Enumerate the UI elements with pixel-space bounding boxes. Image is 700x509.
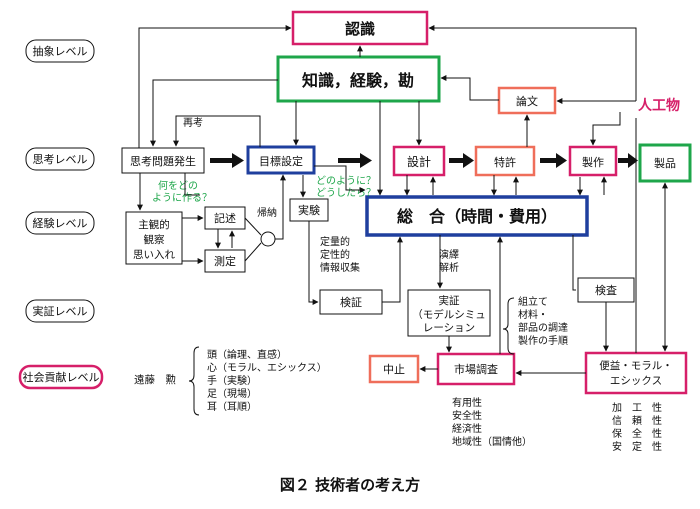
node-shikou-mondai: 思考問題発生 xyxy=(130,154,196,168)
label-teiryou-2: 定性的 xyxy=(320,248,350,261)
bracket-kumitate xyxy=(502,297,515,355)
bold-arrows xyxy=(210,153,638,168)
node-kensa-box xyxy=(577,277,635,303)
node-tokkyo-box xyxy=(474,145,536,177)
node-jikken: 実験 xyxy=(298,203,320,217)
node-shukan-3: 思い入れ xyxy=(133,249,175,261)
node-sekkei-box xyxy=(392,145,446,177)
node-sougou-box xyxy=(365,195,589,237)
label-teiryou-3: 情報収集 xyxy=(320,261,360,274)
label-saikou: 再考 xyxy=(183,117,203,129)
label-kumitate-1: 組立て xyxy=(518,295,548,308)
label-atama-5: 耳（耳順） xyxy=(207,401,257,413)
node-jisshou-box xyxy=(407,289,491,337)
node-shukan-2: 観察 xyxy=(144,233,165,246)
node-shukan-box xyxy=(125,211,183,265)
bold-arrow-1 xyxy=(210,153,244,168)
node-jinkoubutsu: 人工物 xyxy=(638,97,680,114)
node-shukan-1: 主観的 xyxy=(138,218,170,231)
label-yuuyou-2: 安全性 xyxy=(452,409,482,422)
label-eneki-1: 演繹 xyxy=(439,248,459,261)
node-seihin-box xyxy=(638,143,692,183)
bold-arrow-4 xyxy=(540,153,567,168)
node-ronbun: 論文 xyxy=(516,94,538,108)
node-kenshou: 検証 xyxy=(340,295,362,309)
node-chuushi-box xyxy=(368,354,420,384)
label-kumitate-4: 製作の手順 xyxy=(518,334,568,347)
node-mokuhyou-box xyxy=(246,145,316,175)
label-kumitate-2: 材料・ xyxy=(518,308,548,321)
level-empirical: 実証レベル xyxy=(25,299,95,323)
node-jisshou-1: 実証 xyxy=(439,294,460,307)
label-tokusei-2: 信 頼 性 xyxy=(612,414,662,427)
level-empirical-label: 実証レベル xyxy=(33,304,88,318)
node-tokkyo: 特許 xyxy=(494,155,516,169)
node-seisaku-box xyxy=(568,145,618,177)
node-beneki-box xyxy=(584,351,688,395)
node-seisaku: 製作 xyxy=(582,155,604,169)
label-eneki-2: 解析 xyxy=(439,261,459,274)
level-experience: 経験レベル xyxy=(25,211,95,235)
label-tokusei-3: 保 全 性 xyxy=(612,427,662,440)
level-thought: 思考レベル xyxy=(25,147,95,171)
node-kijutsu: 記述 xyxy=(214,211,236,225)
label-tokusei-4: 安 定 性 xyxy=(612,440,662,453)
junction-circle xyxy=(260,231,276,247)
node-chuushi: 中止 xyxy=(383,363,405,376)
node-sougou: 総 合（時間・費用） xyxy=(397,207,557,226)
node-beneki-2: エシックス xyxy=(610,375,662,387)
label-endo: 遠藤 勲 xyxy=(134,373,176,386)
node-seihin: 製品 xyxy=(654,156,676,170)
bold-arrow-2 xyxy=(338,153,372,168)
node-shijou: 市場調査 xyxy=(454,362,498,376)
node-jisshou-3: レーション xyxy=(423,322,475,334)
node-kensa: 検査 xyxy=(595,283,617,297)
label-atama-1: 頭（論理、直感） xyxy=(207,348,287,361)
level-social: 社会貢献レベル xyxy=(18,364,104,390)
label-kinou: 帰納 xyxy=(257,206,277,219)
label-yuuyou-1: 有用性 xyxy=(452,396,482,409)
node-sekkei: 設計 xyxy=(407,154,431,169)
label-atama-2: 心（モラル、エシックス） xyxy=(207,362,327,374)
level-thought-label: 思考レベル xyxy=(33,153,88,166)
node-kenshou-box xyxy=(319,289,383,315)
label-yuuyou-4: 地域性（国情他） xyxy=(452,435,532,448)
label-kumitate-3: 部品の調達 xyxy=(518,321,568,334)
level-abstract-label: 抽象レベル xyxy=(33,44,88,58)
node-ninshiki-box xyxy=(291,10,429,46)
label-nani-1: 何をどの xyxy=(158,179,198,192)
level-social-label: 社会貢献レベル xyxy=(23,370,100,384)
node-chishiki-box xyxy=(276,55,441,103)
node-sokutei: 測定 xyxy=(214,254,236,268)
label-atama-3: 手（実験） xyxy=(207,374,257,387)
label-nani-2: ように作る？ xyxy=(152,192,212,204)
node-chishiki: 知識，経験，勘 xyxy=(302,71,414,90)
node-mokuhyou: 目標設定 xyxy=(259,154,303,168)
connectors xyxy=(137,25,668,376)
node-beneki-1: 便益・モラル・ xyxy=(599,359,673,372)
figure-caption: 図２ 技術者の考え方 xyxy=(280,476,420,494)
brace-atama xyxy=(188,346,200,416)
node-shikou-box xyxy=(121,147,205,174)
node-ninshiki: 認識 xyxy=(345,20,375,38)
label-teiryou-1: 定量的 xyxy=(320,235,350,248)
label-yuuyou-3: 経済性 xyxy=(452,422,482,435)
bold-arrow-3 xyxy=(449,153,474,168)
node-jisshou-2: （モデルシミュ xyxy=(412,308,486,321)
level-experience-label: 経験レベル xyxy=(33,216,88,230)
bold-arrow-5 xyxy=(618,153,638,168)
label-atama-4: 足（現場） xyxy=(207,387,257,400)
label-tokusei-1: 加 工 性 xyxy=(612,401,662,414)
level-abstract: 抽象レベル xyxy=(25,39,95,63)
